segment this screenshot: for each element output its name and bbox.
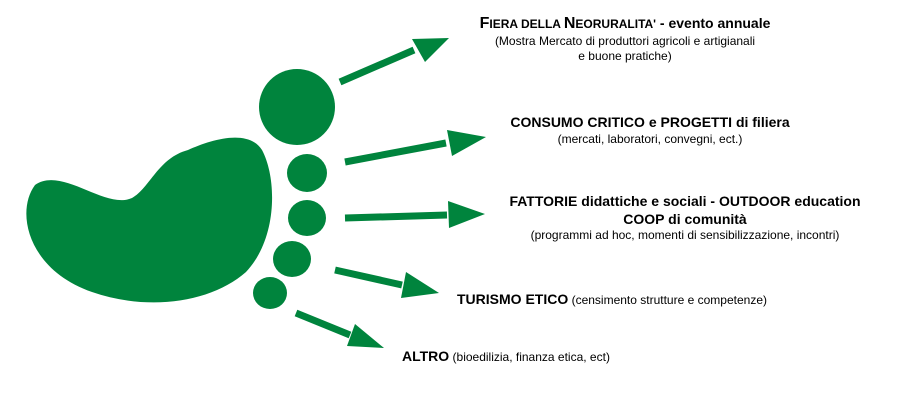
label-fiera-sub1: (Mostra Mercato di produttori agricoli e… — [494, 34, 756, 48]
arrow-turismo — [334, 266, 439, 298]
label-altro: ALTRO (bioedilizia, finanza etica, ect) — [402, 347, 610, 367]
toe-3 — [288, 200, 326, 236]
footprint — [26, 69, 335, 309]
label-consumo-sub1: (mercati, laboratori, convegni, ect.) — [557, 131, 743, 146]
toe-4 — [273, 241, 311, 277]
label-fattorie: FATTORIE didattiche e sociali - OUTDOOR … — [480, 193, 890, 243]
label-consumo: CONSUMO CRITICO e PROGETTI di filiera (m… — [480, 114, 820, 147]
foot-sole — [26, 137, 273, 303]
arrow-altro — [294, 309, 384, 348]
label-altro-title: ALTRO — [402, 348, 450, 364]
arrow-consumo — [344, 130, 486, 166]
toe-2 — [287, 154, 327, 192]
big-toe — [259, 69, 335, 145]
label-turismo: TURISMO ETICO (censimento strutture e co… — [457, 290, 767, 310]
label-fattorie-sub1: (programmi ad hoc, momenti di sensibiliz… — [530, 228, 840, 242]
label-fiera-title: FIERA DELLA NEORURALITA' - evento annual… — [479, 15, 771, 32]
arrows — [294, 38, 486, 348]
little-toe — [253, 277, 287, 309]
label-fiera-sub2: e buone pratiche) — [578, 49, 672, 63]
label-fiera: FIERA DELLA NEORURALITA' - evento annual… — [440, 14, 810, 64]
label-turismo-sub1: (censimento strutture e competenze) — [568, 293, 767, 307]
label-turismo-title: TURISMO ETICO — [457, 291, 569, 307]
label-altro-sub1: (bioedilizia, finanza etica, ect) — [449, 350, 610, 364]
arrow-fattorie — [344, 201, 485, 228]
arrow-fiera — [338, 38, 449, 86]
label-fattorie-title1: FATTORIE didattiche e sociali - OUTDOOR … — [509, 193, 861, 209]
label-fattorie-title2: COOP di comunità — [623, 210, 747, 227]
label-consumo-title: CONSUMO CRITICO e PROGETTI di filiera — [510, 114, 790, 130]
